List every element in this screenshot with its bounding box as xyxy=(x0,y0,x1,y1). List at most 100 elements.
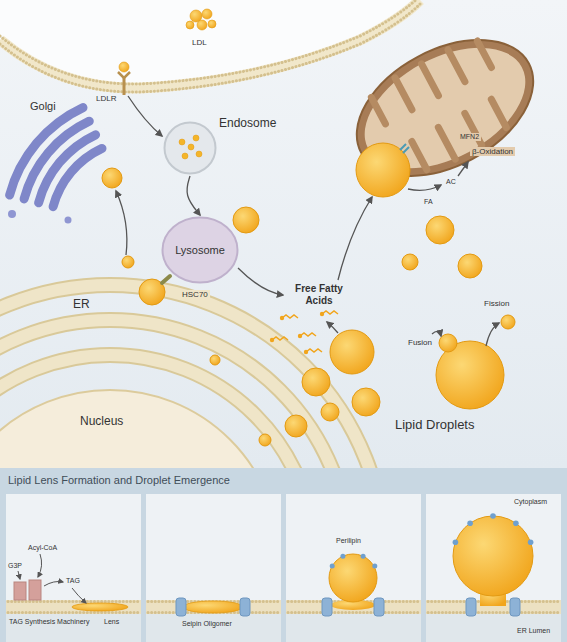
er-sheet-edge xyxy=(0,320,350,468)
er-sheet xyxy=(0,320,350,468)
membrane-heads xyxy=(0,4,420,92)
fatty-acid-head xyxy=(304,350,308,354)
er-membrane xyxy=(146,600,281,614)
fatty-acid xyxy=(322,311,338,314)
ldl-particle xyxy=(188,144,194,150)
fatty-acid xyxy=(272,337,288,340)
lipid-droplet xyxy=(458,254,482,278)
crista xyxy=(438,127,455,159)
perilipin xyxy=(528,540,534,546)
seipin-oligomer xyxy=(322,598,332,616)
part-label: LDL xyxy=(192,38,207,47)
perilipin xyxy=(330,554,378,569)
part-label: AC xyxy=(446,178,456,186)
er-membrane xyxy=(6,600,561,642)
ldl-particle xyxy=(119,62,129,72)
membrane-heads xyxy=(0,0,420,84)
part-label: Fusion xyxy=(408,338,432,347)
pathway-arrow xyxy=(44,582,63,587)
part-label: LDLR xyxy=(96,94,116,103)
membrane-heads xyxy=(8,611,140,614)
golgi-vesicle xyxy=(8,210,16,218)
er-nucleus xyxy=(0,285,385,468)
seipin-oligomer xyxy=(240,598,250,616)
part-label: Fission xyxy=(484,299,509,308)
crista xyxy=(448,50,465,82)
pathway-arrows xyxy=(116,96,499,346)
membrane-heads xyxy=(428,611,560,614)
pathway-arrow xyxy=(116,191,127,255)
pathway-arrow xyxy=(238,268,283,295)
pathway-arrow xyxy=(432,331,441,336)
lipid-droplet xyxy=(321,403,339,421)
membrane-heads xyxy=(8,602,560,613)
pathway-arrow xyxy=(458,162,468,176)
part-label: HSC70 xyxy=(180,290,210,299)
pathway-arrow xyxy=(72,588,86,603)
node-outline xyxy=(163,121,217,175)
golgi-cisterna xyxy=(53,148,102,206)
node-ellipse xyxy=(165,123,216,174)
emerging-droplet xyxy=(453,516,533,596)
pathway-arrow xyxy=(128,96,162,136)
fatty-acid-head xyxy=(320,312,324,316)
ldl-particle xyxy=(202,9,212,19)
node-label: Endosome xyxy=(219,117,276,131)
pathway-arrows xyxy=(18,554,86,603)
panel-ground xyxy=(146,494,281,642)
crista xyxy=(477,41,491,67)
crista xyxy=(491,99,506,127)
perilipin xyxy=(340,554,345,559)
seipin-oligomer xyxy=(176,598,186,616)
fatty-acid-head xyxy=(298,334,302,338)
pathway-arrow xyxy=(18,571,20,579)
part-label: FA xyxy=(424,198,433,206)
perilipin xyxy=(490,513,496,519)
crista xyxy=(422,64,439,96)
lipid-droplet xyxy=(501,315,515,329)
pathway-arrow xyxy=(486,323,499,346)
er-sheet-edge xyxy=(0,285,385,468)
ldl-particle xyxy=(182,153,188,159)
lipid-lens xyxy=(183,601,243,613)
membrane-heads xyxy=(288,611,420,614)
fatty-acid-head xyxy=(270,312,324,354)
part-label: β-Oxidation xyxy=(470,147,515,156)
lipid-droplet xyxy=(102,168,122,188)
node-label: Lysosome xyxy=(175,244,225,257)
ldl-particle xyxy=(197,20,207,30)
lipid-droplet xyxy=(210,355,220,365)
er-sheet xyxy=(0,355,315,468)
emerging-droplet xyxy=(329,554,377,602)
ldl-receptor xyxy=(118,72,130,78)
fatty-acid-head xyxy=(280,316,284,320)
panel-ground xyxy=(286,494,421,642)
lipid-droplet xyxy=(233,207,259,233)
part-label: Lipid Droplets xyxy=(395,418,475,433)
part-label: TAG Synthesis Machinery xyxy=(9,618,89,626)
lipid-droplets xyxy=(102,143,515,446)
part-label: Seipin Oligomer xyxy=(182,620,232,628)
ldl-particle xyxy=(193,135,199,141)
crista xyxy=(395,78,412,110)
part-label: Acyl-CoA xyxy=(28,544,57,552)
pathway-arrow xyxy=(327,322,338,333)
panel-ground xyxy=(426,494,561,642)
part-label: Perilipin xyxy=(336,537,361,545)
fatty-acid xyxy=(272,311,338,352)
lipid-droplet xyxy=(122,256,134,268)
mitochondrion xyxy=(334,12,556,204)
er-sheet-edge xyxy=(0,355,315,468)
part-label: Free Fatty Acids xyxy=(290,283,348,306)
nucleus-body xyxy=(0,390,280,468)
part-label: Lens xyxy=(104,618,119,626)
fatty-acid xyxy=(300,333,316,336)
lipid-droplet xyxy=(426,216,454,244)
mitochondrion-outer xyxy=(334,12,556,204)
tag-synthesis-machinery xyxy=(14,582,26,600)
